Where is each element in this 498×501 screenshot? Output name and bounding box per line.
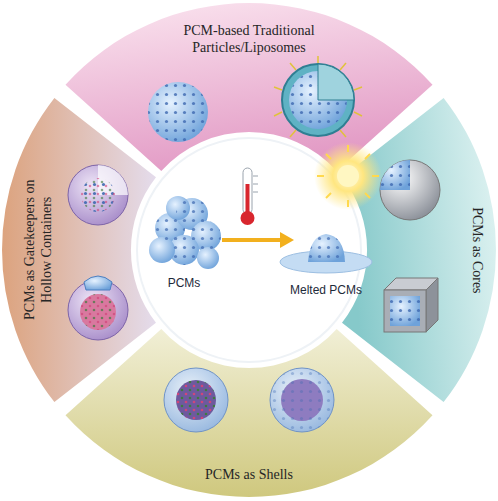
hollow-container-gated — [68, 165, 128, 225]
core-shell-sphere — [380, 160, 440, 220]
liposome — [274, 56, 362, 137]
pcm-shell-sphere-loaded — [164, 368, 228, 432]
pcm-cluster — [149, 196, 221, 269]
left-band-node: PCMs as Gatekeepers on Hollow Containers — [21, 163, 55, 338]
bottom-band-node: PCMs as Shells — [184, 467, 314, 484]
band-title: PCMs as Shells — [184, 467, 314, 484]
band-title: PCMs as Cores — [469, 185, 486, 315]
state-label: PCMs — [168, 276, 201, 290]
band-title: PCMs as Gatekeepers on Hollow Containers — [21, 163, 55, 338]
core-shell-cube — [384, 278, 438, 332]
state-label: Melted PCMs — [290, 283, 362, 297]
thermometer — [241, 168, 259, 225]
pcm-cluster-dots — [155, 198, 221, 265]
pcm-particle — [148, 82, 208, 142]
left-band — [2, 98, 156, 402]
hollow-container-capped — [68, 276, 128, 340]
top-band-node: PCM-based Traditional Particles/Liposome… — [154, 23, 344, 57]
right-band-node: PCMs as Cores — [469, 185, 486, 315]
sun — [314, 142, 382, 210]
pcm-shell-sphere — [270, 368, 334, 432]
melted-pcm — [280, 234, 372, 273]
band-title: PCM-based Traditional Particles/Liposome… — [154, 23, 344, 57]
heating-arrow — [222, 232, 294, 248]
